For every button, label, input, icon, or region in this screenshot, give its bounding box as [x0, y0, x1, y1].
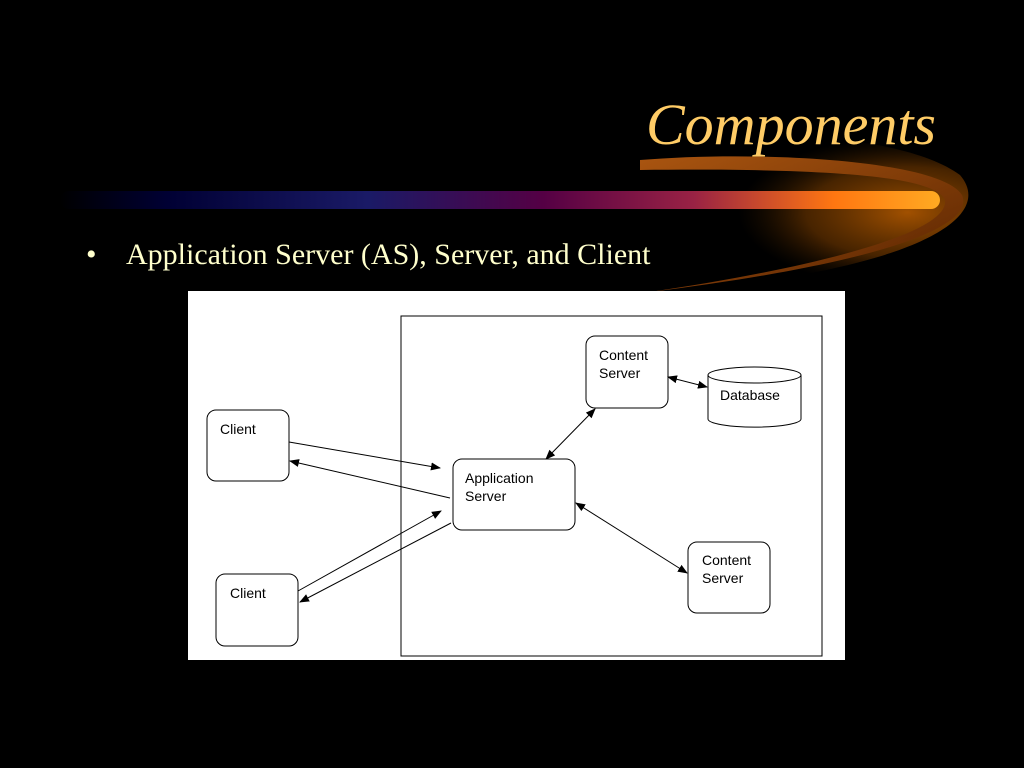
arrow-app-to-client-bottom — [299, 522, 452, 603]
arrow-content-top-database — [667, 375, 708, 389]
server-boundary — [400, 315, 823, 657]
arrow-app-content-top — [545, 408, 596, 460]
arrow-client-top-to-app — [288, 441, 441, 471]
slide-title: Components — [646, 92, 936, 157]
svg-text:Server: Server — [599, 365, 641, 381]
decorative-swoosh — [60, 136, 969, 292]
svg-text:Application: Application — [465, 470, 534, 486]
bullet-marker: • — [86, 238, 97, 271]
bullet-text: Application Server (AS), Server, and Cli… — [126, 238, 651, 271]
svg-text:Client: Client — [220, 421, 256, 437]
svg-text:Server: Server — [465, 488, 507, 504]
application-server-node: Application Server — [452, 458, 576, 531]
arrow-app-to-client-top — [289, 459, 451, 499]
bullet-item: • Application Server (AS), Server, and C… — [86, 238, 651, 272]
arrow-client-bottom-to-app — [297, 510, 442, 592]
client-node-top: Client — [206, 409, 290, 482]
arrow-app-content-bottom — [575, 502, 688, 574]
architecture-diagram: Client Client Application Server Content… — [188, 291, 845, 660]
svg-text:Client: Client — [230, 585, 266, 601]
swoosh-bar — [60, 191, 940, 209]
client-node-bottom: Client — [215, 573, 299, 647]
content-server-node-bottom: Content Server — [687, 541, 771, 614]
svg-text:Content: Content — [599, 347, 648, 363]
content-server-node-top: Content Server — [585, 335, 669, 409]
database-node: Database — [707, 366, 802, 428]
svg-text:Database: Database — [720, 387, 780, 403]
swoosh-arc — [640, 156, 964, 292]
svg-text:Content: Content — [702, 552, 751, 568]
svg-text:Server: Server — [702, 570, 744, 586]
